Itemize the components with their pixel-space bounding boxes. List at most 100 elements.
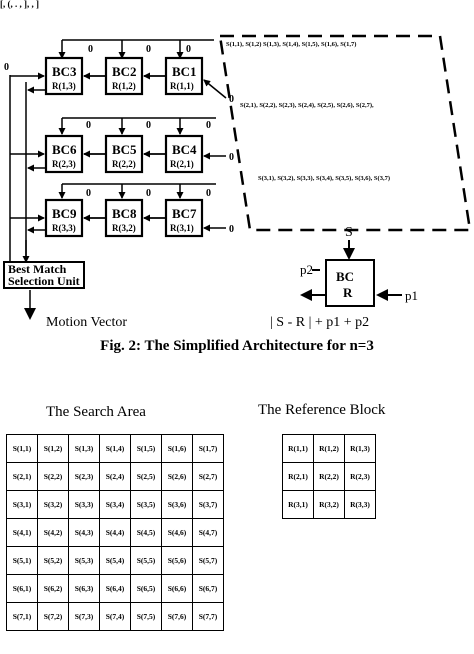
search-cell: S(6,4)	[99, 574, 131, 603]
search-cell: S(1,7)	[192, 434, 224, 463]
zero-label: 0	[146, 120, 151, 131]
search-row: S(4,1)S(4,2)S(4,3)S(4,4)S(4,5)S(4,6)S(4,…	[6, 518, 224, 547]
reference-block-title: The Reference Block	[258, 402, 386, 418]
search-area-title: The Search Area	[46, 404, 146, 420]
search-cell: S(1,3)	[68, 434, 100, 463]
bc1-r: R(1,1)	[170, 81, 194, 91]
search-cell: S(3,7)	[192, 490, 224, 519]
search-cell: S(1,1)	[6, 434, 38, 463]
bc7-r: R(3,1)	[170, 223, 194, 233]
search-cell: S(5,7)	[192, 546, 224, 575]
bc9-box	[44, 198, 84, 238]
search-cell: S(7,4)	[99, 602, 131, 631]
search-cell: S(3,3)	[68, 490, 100, 519]
search-cell: S(4,7)	[192, 518, 224, 547]
search-cell: S(5,1)	[6, 546, 38, 575]
search-cell: S(3,6)	[161, 490, 193, 519]
search-cell: S(5,5)	[130, 546, 162, 575]
search-cell: S(7,5)	[130, 602, 162, 631]
search-cell: S(6,2)	[37, 574, 69, 603]
bc7-label: BC7	[172, 206, 197, 221]
search-cell: S(3,5)	[130, 490, 162, 519]
zero-label: 0	[146, 188, 151, 199]
search-line-1: S(1,1), S(1,2) S(1,3), S(1,4), S(1,5), S…	[226, 41, 356, 48]
search-cell: S(7,6)	[161, 602, 193, 631]
ref-cell: R(1,2)	[313, 434, 345, 463]
bc8-label: BC8	[112, 206, 137, 221]
search-cell: S(3,2)	[37, 490, 69, 519]
search-cell: S(1,6)	[161, 434, 193, 463]
legend-p1-label: p1	[405, 288, 418, 303]
bc5-label: BC5	[112, 142, 137, 157]
search-cell: S(1,5)	[130, 434, 162, 463]
search-cell: S(6,1)	[6, 574, 38, 603]
zero-label: 0	[229, 152, 234, 163]
search-row: S(5,1)S(5,2)S(5,3)S(5,4)S(5,5)S(5,6)S(5,…	[6, 546, 224, 575]
zero-label: 0	[206, 188, 211, 199]
legend-s-label: S	[345, 225, 353, 240]
top-partial-text: [, (, . , ], , ]	[0, 0, 39, 9]
motion-vector-label: Motion Vector	[46, 315, 127, 330]
partial-sum-arrows	[10, 72, 227, 234]
search-row: S(6,1)S(6,2)S(6,3)S(6,4)S(6,5)S(6,6)S(6,…	[6, 574, 224, 603]
search-cell: S(2,4)	[99, 462, 131, 491]
search-cell: S(7,3)	[68, 602, 100, 631]
vertical-feed-arrows	[58, 117, 216, 199]
bc7-box	[164, 198, 204, 238]
zero-label: 0	[186, 44, 191, 55]
search-row: S(1,1)S(1,2)S(1,3)S(1,4)S(1,5)S(1,6)S(1,…	[6, 434, 224, 463]
bms-line-2: Selection Unit	[8, 274, 80, 288]
ref-cell: R(2,3)	[344, 462, 376, 491]
bc2-label: BC2	[112, 64, 137, 79]
bc-cell-legend: S BC R p2 p1 | S - R | + p1 + p2	[270, 225, 418, 330]
search-row: S(3,1)S(3,2)S(3,3)S(3,4)S(3,5)S(3,6)S(3,…	[6, 490, 224, 519]
bc-row-1: BC3 R(1,3) BC2 R(1,2) BC1 R(1,1)	[44, 56, 204, 96]
bc6-r: R(2,3)	[52, 159, 76, 169]
legend-bc-box	[325, 259, 375, 307]
bc8-box	[104, 198, 144, 238]
search-cell: S(4,4)	[99, 518, 131, 547]
ref-row: R(1,1)R(1,2)R(1,3)	[282, 434, 376, 463]
search-region-outline	[218, 34, 472, 232]
search-cell: S(2,6)	[161, 462, 193, 491]
bc-row-2: BC6 R(2,3) BC5 R(2,2) BC4 R(2,1)	[44, 134, 204, 174]
figure-caption: Fig. 2: The Simplified Architecture for …	[100, 338, 374, 354]
search-line-3: S(3,1), S(3,2), S(3,3), S(3,4), S(3,5), …	[258, 175, 390, 182]
search-cell: S(4,5)	[130, 518, 162, 547]
search-cell: S(7,1)	[6, 602, 38, 631]
bc2-r: R(1,2)	[112, 81, 136, 91]
ref-row: R(3,1)R(3,2)R(3,3)	[282, 490, 376, 519]
search-cell: S(4,6)	[161, 518, 193, 547]
bc4-label: BC4	[172, 142, 197, 157]
search-cell: S(6,6)	[161, 574, 193, 603]
bc3-box	[44, 56, 84, 96]
search-line-2: S(2,1), S(2,2), S(2,3), S(2,4), S(2,5), …	[240, 102, 374, 109]
search-cell: S(5,2)	[37, 546, 69, 575]
search-cell: S(4,3)	[68, 518, 100, 547]
search-cell: S(2,3)	[68, 462, 100, 491]
zero-label: 0	[88, 44, 93, 55]
legend-p2-label: p2	[300, 262, 313, 277]
search-cell: S(5,6)	[161, 546, 193, 575]
search-cell: S(7,2)	[37, 602, 69, 631]
bc9-label: BC9	[52, 206, 77, 221]
zero-input: 0	[4, 62, 9, 73]
ref-cell: R(3,1)	[282, 490, 314, 519]
search-cell: S(5,4)	[99, 546, 131, 575]
search-cell: S(2,5)	[130, 462, 162, 491]
legend-r-label: R	[343, 285, 353, 300]
zero-labels: 0 0 0 0 0 0 0 0 0 0 0 0	[86, 44, 234, 235]
search-cell: S(2,7)	[192, 462, 224, 491]
reference-block-grid: R(1,1)R(1,2)R(1,3)R(2,1)R(2,2)R(2,3)R(3,…	[282, 434, 376, 519]
search-row: S(2,1)S(2,2)S(2,3)S(2,4)S(2,5)S(2,6)S(2,…	[6, 462, 224, 491]
search-cell: S(6,3)	[68, 574, 100, 603]
search-cell: S(2,1)	[6, 462, 38, 491]
zero-label: 0	[229, 224, 234, 235]
zero-label: 0	[229, 94, 234, 105]
ref-cell: R(3,2)	[313, 490, 345, 519]
ref-cell: R(2,2)	[313, 462, 345, 491]
search-cell: S(2,2)	[37, 462, 69, 491]
search-row: S(7,1)S(7,2)S(7,3)S(7,4)S(7,5)S(7,6)S(7,…	[6, 602, 224, 631]
ref-cell: R(1,1)	[282, 434, 314, 463]
ref-cell: R(3,3)	[344, 490, 376, 519]
